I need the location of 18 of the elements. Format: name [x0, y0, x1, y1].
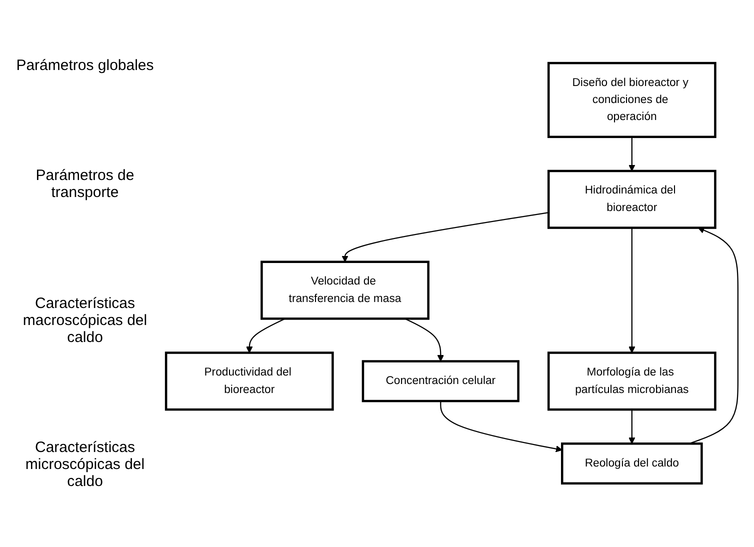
node-box: Productividad del bioreactor — [164, 352, 334, 411]
node-box: Concentración celular — [362, 360, 520, 402]
node-box: Diseño del bioreactor y condiciones de operación — [547, 62, 716, 138]
arrow — [404, 318, 444, 362]
arrow — [628, 137, 636, 172]
node-box: Hidrodinámica del bioreactor — [547, 170, 716, 230]
arrow — [440, 401, 562, 452]
row-label: Parámetros de transporte — [34, 167, 136, 202]
row-label: Características macroscópicas del caldo — [22, 294, 148, 346]
arrow — [246, 318, 286, 354]
arrow — [342, 212, 549, 262]
node-box: Velocidad de transferencia de masa — [260, 261, 430, 320]
arrow — [628, 228, 636, 354]
node-box: Reología del caldo — [561, 442, 703, 485]
node-box: Morfología de las partículas microbianas — [547, 352, 716, 411]
row-label: Características microscópicas del caldo — [24, 439, 146, 490]
arrow — [628, 410, 636, 444]
row-label: Parámetros globales — [15, 56, 155, 74]
